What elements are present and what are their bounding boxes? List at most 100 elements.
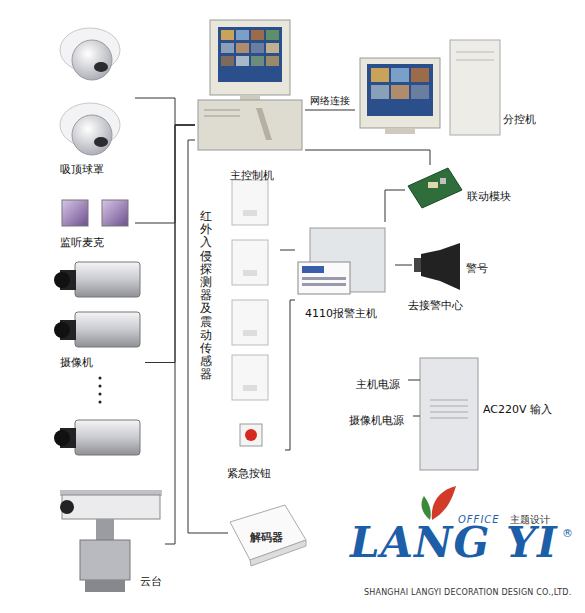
main-controller bbox=[218, 27, 282, 82]
main-controller bbox=[204, 116, 240, 117]
decoder-box bbox=[230, 505, 306, 566]
device-caption: 紧急按钮 bbox=[227, 467, 271, 480]
label-holder: LANG YI bbox=[350, 520, 558, 566]
box-camera bbox=[54, 262, 140, 455]
alarm-host bbox=[302, 283, 346, 286]
label-holder: 摄像机电源 bbox=[349, 409, 404, 428]
intrusion-detector bbox=[232, 300, 268, 345]
power-supply bbox=[430, 400, 468, 401]
label-holder: ® bbox=[562, 522, 573, 541]
main-controller bbox=[266, 56, 279, 66]
power-supply bbox=[430, 412, 468, 413]
box-camera bbox=[99, 393, 102, 396]
alarm-host-node: 4110报警主机 bbox=[295, 222, 395, 322]
label-holder: 去接警中心 bbox=[408, 294, 463, 313]
power-supply bbox=[408, 358, 478, 470]
emergency-button bbox=[240, 424, 262, 446]
wire-connector bbox=[165, 125, 195, 544]
wire-connector bbox=[188, 140, 228, 533]
wire-connector bbox=[135, 125, 195, 223]
main-controller bbox=[236, 43, 249, 53]
main-controller bbox=[198, 20, 302, 150]
power-label: 主机电源 bbox=[356, 378, 400, 391]
box-camera bbox=[75, 262, 140, 297]
wire-connector bbox=[395, 265, 412, 266]
pan-tilt-camera bbox=[60, 500, 74, 514]
dome-camera bbox=[72, 115, 112, 155]
power-input-label: AC220V 输入 bbox=[483, 403, 552, 416]
main-controller bbox=[251, 56, 264, 66]
sub-controller bbox=[371, 68, 389, 82]
main-controller bbox=[221, 56, 234, 66]
pan-tilt-camera bbox=[60, 490, 162, 592]
microphone bbox=[62, 200, 88, 226]
device-caption: 监听麦克 bbox=[60, 236, 104, 249]
emergency-button bbox=[240, 424, 262, 446]
intrusion-detector bbox=[232, 180, 268, 225]
pan-tilt-camera bbox=[80, 540, 130, 580]
decoder-box bbox=[230, 505, 306, 560]
dome-camera bbox=[72, 40, 112, 80]
edge-label: 网络连接 bbox=[309, 95, 351, 107]
linkage-board bbox=[408, 168, 462, 208]
sub-controller bbox=[411, 85, 429, 99]
main-controller bbox=[221, 43, 234, 53]
siren bbox=[421, 243, 460, 290]
device-caption: 4110报警主机 bbox=[305, 307, 377, 320]
sub-controller bbox=[391, 85, 409, 99]
sub-controller bbox=[411, 68, 429, 82]
device-caption: 摄像机 bbox=[60, 356, 93, 369]
company-name: SHANGHAI LANGYI DECORATION DESIGN CO.,LT… bbox=[364, 586, 571, 599]
main-controller bbox=[251, 30, 264, 40]
sub-controller bbox=[360, 40, 500, 135]
dome-camera-group: 吸顶球罩 bbox=[55, 18, 135, 178]
device-caption: 解码器 bbox=[250, 531, 283, 544]
alarm-center-note: 去接警中心 bbox=[408, 299, 463, 312]
main-controller bbox=[236, 56, 249, 66]
main-controller-node: 主控制机 bbox=[195, 18, 305, 184]
box-camera bbox=[99, 385, 102, 388]
sub-controller bbox=[385, 128, 415, 134]
intrusion-detector bbox=[243, 270, 257, 276]
label-holder: SHANGHAI LANGYI DECORATION DESIGN CO.,LT… bbox=[364, 580, 571, 599]
emergency-button-node: 紧急按钮 bbox=[215, 420, 285, 482]
label-holder: 主机电源 bbox=[356, 373, 400, 392]
main-controller bbox=[204, 110, 240, 111]
main-controller bbox=[221, 30, 234, 40]
sub-controller bbox=[367, 64, 433, 116]
sub-controller bbox=[371, 85, 389, 99]
wire-connector bbox=[385, 190, 405, 222]
decoder-node: 解码器 bbox=[228, 500, 308, 566]
pan-tilt-node: 云台 bbox=[55, 488, 165, 600]
alarm-host bbox=[298, 228, 385, 294]
microphone-group: 监听麦克 bbox=[55, 195, 135, 251]
main-controller bbox=[251, 43, 264, 53]
intrusion-detector bbox=[232, 180, 268, 400]
box-camera bbox=[54, 322, 70, 338]
intrusion-detector bbox=[243, 330, 257, 336]
power-supply bbox=[420, 358, 478, 470]
wire-connector bbox=[285, 300, 295, 450]
power-supply bbox=[408, 380, 420, 381]
dome-camera bbox=[94, 62, 108, 72]
siren bbox=[414, 258, 421, 272]
pan-tilt-camera bbox=[62, 495, 160, 519]
device-caption: 联动模块 bbox=[467, 190, 511, 203]
dome-camera bbox=[94, 137, 108, 147]
linkage-board bbox=[428, 182, 438, 188]
linkage-board bbox=[408, 168, 462, 208]
alarm-host bbox=[302, 277, 346, 280]
device-caption: 警号 bbox=[466, 262, 488, 275]
linkage-board bbox=[440, 178, 446, 184]
sub-controller-node: 分控机 bbox=[355, 38, 545, 143]
main-controller bbox=[266, 30, 279, 40]
power-supply bbox=[413, 416, 420, 417]
sub-controller bbox=[391, 68, 409, 82]
main-controller bbox=[210, 20, 290, 95]
power-supply bbox=[430, 418, 468, 419]
box-camera bbox=[75, 312, 140, 347]
wire-connector bbox=[135, 98, 195, 125]
logo-leaf bbox=[432, 486, 456, 520]
camera-group: 摄像机 bbox=[45, 255, 145, 470]
logo-wordmark: LANG YI bbox=[350, 520, 558, 566]
